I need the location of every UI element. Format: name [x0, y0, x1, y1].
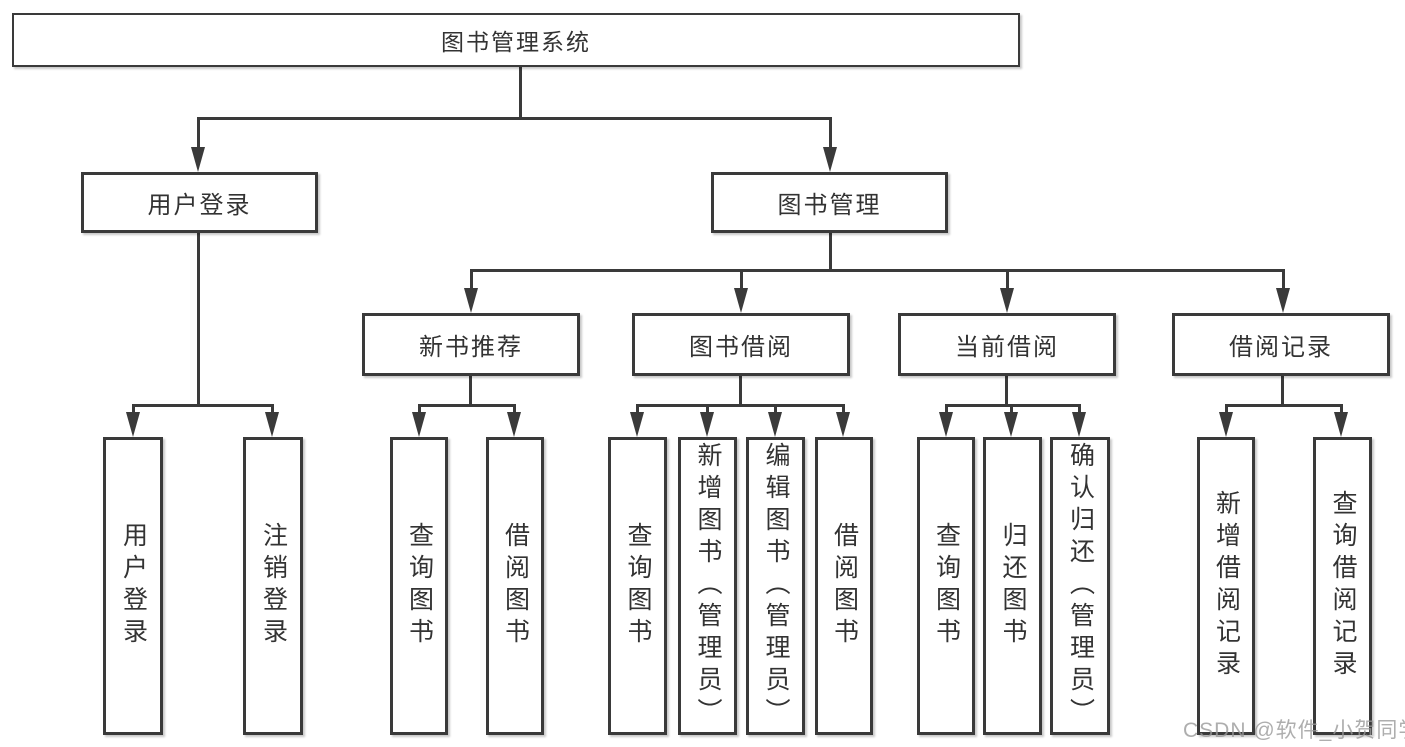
connector-line — [513, 404, 516, 416]
leaf-add-borrow-record: 新增借阅记录 — [1197, 437, 1255, 735]
leaf-user-login: 用户登录 — [103, 437, 163, 735]
connector-line — [740, 269, 743, 293]
connector-line — [1078, 404, 1081, 416]
arrowhead — [1072, 412, 1086, 437]
connector-line — [470, 269, 1285, 272]
leaf-borrow-books: 借阅图书 — [815, 437, 873, 735]
connector-line — [132, 404, 135, 416]
watermark: CSDN @软件_小贺同学 — [1183, 719, 1405, 742]
leaf-add-books-admin: 新增图书（管理员） — [678, 437, 737, 735]
leaf-confirm-return-admin: 确认归还（管理员） — [1050, 437, 1110, 735]
node-book-borrowing: 图书借阅 — [632, 313, 850, 376]
connector-line — [774, 404, 777, 416]
connector-line — [469, 376, 472, 407]
connector-line — [1340, 404, 1343, 416]
node-book-management: 图书管理 — [711, 172, 948, 233]
arrowhead — [700, 412, 714, 437]
arrowhead — [412, 412, 426, 437]
arrowhead — [1334, 412, 1348, 437]
connector-line — [829, 233, 832, 271]
connector-line — [1225, 404, 1343, 407]
leaf-query-books-borrow: 查询图书 — [608, 437, 667, 735]
leaf-logout: 注销登录 — [243, 437, 303, 735]
connector-line — [945, 404, 948, 416]
connector-line — [1010, 404, 1013, 416]
leaf-query-borrow-record: 查询借阅记录 — [1313, 437, 1372, 735]
arrowhead — [836, 412, 850, 437]
connector-line — [1282, 269, 1285, 293]
connector-line — [1225, 404, 1228, 416]
connector-line — [636, 404, 639, 416]
connector-line — [519, 67, 522, 118]
leaf-query-books-recommend: 查询图书 — [390, 437, 448, 735]
leaf-query-books-current: 查询图书 — [917, 437, 975, 735]
connector-line — [197, 117, 200, 150]
connector-line — [197, 233, 200, 406]
node-new-book-recommend: 新书推荐 — [362, 313, 580, 376]
connector-line — [470, 269, 473, 293]
connector-line — [418, 404, 421, 416]
node-borrowing-records: 借阅记录 — [1172, 313, 1390, 376]
arrowhead — [768, 412, 782, 437]
connector-line — [197, 117, 832, 120]
arrowhead — [1276, 288, 1290, 313]
node-library-management-system: 图书管理系统 — [12, 13, 1020, 67]
connector-line — [739, 376, 742, 407]
arrowhead — [734, 288, 748, 313]
connector-line — [1006, 269, 1009, 293]
arrowhead — [1004, 412, 1018, 437]
connector-line — [1281, 376, 1284, 407]
node-current-borrowing: 当前借阅 — [898, 313, 1116, 376]
connector-line — [271, 404, 274, 416]
arrowhead — [939, 412, 953, 437]
connector-line — [418, 404, 516, 407]
leaf-borrow-books-recommend: 借阅图书 — [486, 437, 544, 735]
connector-line — [945, 404, 1081, 407]
arrowhead — [507, 412, 521, 437]
connector-line — [636, 404, 845, 407]
arrowhead — [1219, 412, 1233, 437]
arrowhead — [265, 412, 279, 437]
arrowhead — [1000, 288, 1014, 313]
connector-line — [1005, 376, 1008, 407]
arrowhead — [630, 412, 644, 437]
connector-line — [842, 404, 845, 416]
connector-line — [706, 404, 709, 416]
leaf-edit-books-admin: 编辑图书（管理员） — [746, 437, 805, 735]
arrowhead — [464, 288, 478, 313]
node-user-login: 用户登录 — [81, 172, 318, 233]
connector-line — [829, 117, 832, 150]
arrowhead — [126, 412, 140, 437]
leaf-return-books: 归还图书 — [983, 437, 1042, 735]
connector-line — [132, 404, 274, 407]
arrowhead — [823, 147, 837, 172]
arrowhead — [191, 147, 205, 172]
